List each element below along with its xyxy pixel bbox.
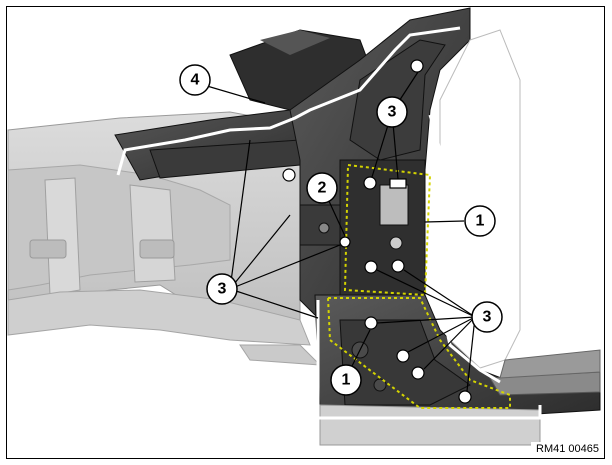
svg-text:1: 1 — [476, 213, 485, 230]
svg-text:4: 4 — [191, 72, 200, 89]
weld-point — [458, 390, 472, 404]
svg-text:3: 3 — [483, 309, 492, 326]
callout-2: 2 — [306, 172, 338, 204]
sill-dark — [314, 294, 601, 446]
weld-point — [391, 259, 405, 273]
callout-1-lower: 1 — [330, 364, 362, 396]
weld-point — [339, 236, 351, 248]
weld-points — [282, 59, 472, 404]
weld-point — [410, 59, 424, 73]
weld-point — [411, 366, 425, 380]
upper-rail-dark — [114, 29, 376, 181]
repair-area-outline — [326, 163, 511, 409]
weld-point — [364, 260, 378, 274]
weld-point — [389, 178, 407, 189]
svg-text:3: 3 — [388, 104, 397, 121]
seam-lines — [116, 26, 542, 420]
callout-4: 4 — [179, 64, 211, 96]
weld-point — [396, 349, 410, 363]
callout-3-left: 3 — [206, 273, 238, 305]
weld-point — [364, 316, 378, 330]
svg-text:2: 2 — [318, 180, 327, 197]
figure-reference-code: RM41 00465 — [531, 442, 604, 456]
weld-point — [282, 168, 296, 182]
callout-3-top: 3 — [376, 96, 408, 128]
callout-3-right: 3 — [471, 301, 503, 333]
svg-text:3: 3 — [218, 281, 227, 298]
rear-structure-light — [439, 29, 601, 379]
callout-1-right: 1 — [464, 205, 496, 237]
weld-point — [363, 176, 377, 190]
svg-text:1: 1 — [342, 372, 351, 389]
